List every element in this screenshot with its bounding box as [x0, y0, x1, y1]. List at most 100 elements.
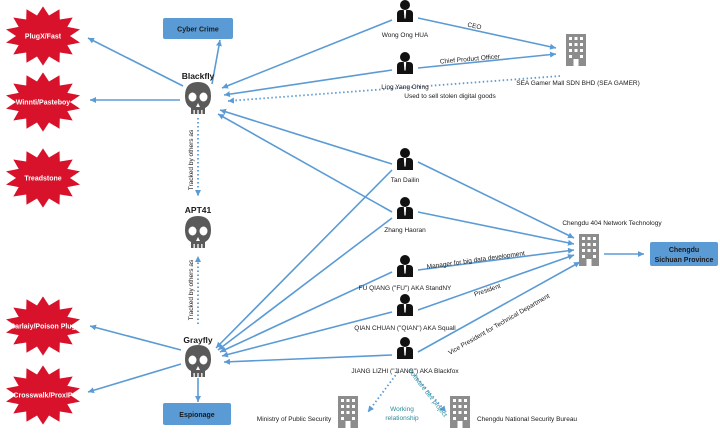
edge-tan-c404: [417, 161, 575, 239]
building-icon: [566, 34, 586, 66]
apt41-node: APT41: [185, 205, 212, 248]
edge-wong-blackfly: [221, 19, 393, 89]
malware-node: Crosswalk/ProxIP: [6, 365, 80, 425]
person-ling: Ling Yang Ching: [381, 52, 429, 91]
person-jiang: JIANG LIZHI ("JIANG") AKA Blackfox: [351, 337, 459, 375]
org-chengdu404: Chengdu 404 Network Technology: [562, 220, 662, 266]
person-label: Zhang Haoran: [384, 227, 426, 234]
org-sea-gamer: SEA Gamer Mall SDN BHD (SEA GAMER): [516, 34, 640, 87]
edge-wong-seagamer: [417, 17, 557, 50]
cyber-crime-label: Cyber Crime: [177, 27, 219, 34]
malware-node: Barlaiy/Poison Plug: [6, 296, 80, 356]
person-icon: [397, 0, 413, 22]
edge-label-ceo: CEO: [467, 22, 482, 32]
edge-jiang-grayfly: [223, 354, 393, 365]
malware-label: Treadstone: [24, 176, 61, 183]
grayfly-node: Grayfly: [183, 335, 213, 377]
edge-jiang-mps: [367, 371, 399, 413]
chengdu-place-box: Chengdu Sichuan Province: [650, 242, 718, 266]
malware-node: Winnti/Pasteboy: [6, 72, 80, 132]
edge-seagamer-blackfly: [227, 75, 561, 104]
org-mps: Ministry of Public Security: [257, 396, 358, 428]
edge-label-working1: Working: [390, 406, 414, 413]
malware-label: Winnti/Pasteboy: [16, 100, 70, 107]
edge-jiang-c404: [417, 261, 581, 353]
person-qian: QIAN CHUAN ("QIAN") AKA Squall: [354, 294, 456, 332]
building-icon: [338, 396, 358, 428]
edge-fu-c404: [417, 247, 575, 271]
person-label: JIANG LIZHI ("JIANG") AKA Blackfox: [351, 368, 459, 375]
edge-label-working2: relationship: [385, 415, 419, 422]
person-icon: [397, 148, 413, 170]
dotted-edges: [195, 75, 561, 413]
person-label: Tan Dailin: [391, 177, 420, 184]
skull-icon: [185, 82, 211, 114]
malware-burst-icon: [6, 6, 80, 66]
edge-ling-blackfly: [223, 69, 393, 98]
person-tan: Tan Dailin: [391, 148, 420, 184]
person-icon: [397, 294, 413, 316]
edge-label-manager: Manager for big data development: [426, 250, 525, 271]
edges: [87, 17, 644, 402]
tracked-label-bottom: Tracked by others as: [188, 259, 195, 320]
edge-grayfly-barlaiy: [89, 324, 182, 351]
org-cnsb: Chengdu National Security Bureau: [450, 396, 577, 428]
org-label: Chengdu 404 Network Technology: [562, 220, 662, 227]
edge-zhang-grayfly: [217, 217, 393, 351]
person-label: Ling Yang Ching: [381, 84, 429, 91]
apt41-label: APT41: [185, 205, 212, 215]
edge-blackfly-cybercrime: [211, 39, 222, 85]
place-line2: Sichuan Province: [655, 257, 714, 264]
skull-icon: [185, 216, 211, 248]
edge-label-vp: Vice President for Technical Department: [447, 293, 551, 357]
espionage-box: Espionage: [163, 403, 231, 425]
cyber-crime-box: Cyber Crime: [163, 18, 233, 39]
edge-label-stolen: Used to sell stolen digital goods: [404, 93, 496, 100]
malware-node: Treadstone: [6, 148, 80, 208]
espionage-label: Espionage: [179, 412, 215, 419]
person-zhang: Zhang Haoran: [384, 197, 426, 234]
edge-grayfly-crosswalk: [87, 363, 182, 394]
building-icon: [579, 234, 599, 266]
edge-jiang-cnsb: [411, 371, 447, 413]
person-label: Wong Ong HUA: [382, 32, 429, 39]
org-label: SEA Gamer Mall SDN BHD (SEA GAMER): [516, 80, 640, 87]
org-label: Chengdu National Security Bureau: [477, 416, 577, 423]
edge-fu-grayfly: [219, 271, 393, 353]
edge-blackfly-plugx: [87, 37, 184, 87]
malware-label: Barlaiy/Poison Plug: [10, 324, 76, 331]
edge-tan-blackfly: [219, 108, 393, 165]
person-wong: Wong Ong HUA: [382, 0, 429, 39]
person-icon: [397, 52, 413, 74]
edge-qian-grayfly: [221, 311, 393, 358]
person-fu: FU QIANG ("FU") AKA StandNY: [359, 255, 452, 292]
edge-qian-c404: [417, 254, 575, 311]
tracked-label-top: Tracked by others as: [188, 129, 195, 190]
edge-ling-seagamer: [417, 51, 557, 69]
blackfly-node: Blackfly: [182, 71, 215, 114]
malware-burst-icon: [6, 72, 80, 132]
edge-tan-grayfly: [215, 169, 393, 349]
person-icon: [397, 197, 413, 219]
place-line1: Chengdu: [669, 247, 699, 254]
person-label: FU QIANG ("FU") AKA StandNY: [359, 285, 452, 292]
blackfly-label: Blackfly: [182, 71, 215, 81]
edge-zhang-blackfly: [217, 113, 393, 213]
malware-stars: PlugX/FastWinnti/PasteboyTreadstoneBarla…: [6, 6, 80, 425]
malware-burst-icon: [6, 148, 80, 208]
edge-label-cpo: Chief Product Officer: [440, 53, 501, 65]
person-icon: [397, 337, 413, 359]
person-icon: [397, 255, 413, 277]
skull-icon: [185, 345, 211, 377]
building-icon: [450, 396, 470, 428]
grayfly-label: Grayfly: [183, 335, 213, 345]
person-label: QIAN CHUAN ("QIAN") AKA Squall: [354, 325, 456, 332]
org-label: Ministry of Public Security: [257, 416, 332, 423]
malware-label: Crosswalk/ProxIP: [13, 393, 72, 400]
edge-zhang-c404: [417, 211, 575, 246]
malware-label: PlugX/Fast: [25, 34, 62, 41]
malware-burst-icon: [6, 365, 80, 425]
malware-burst-icon: [6, 296, 80, 356]
malware-node: PlugX/Fast: [6, 6, 80, 66]
